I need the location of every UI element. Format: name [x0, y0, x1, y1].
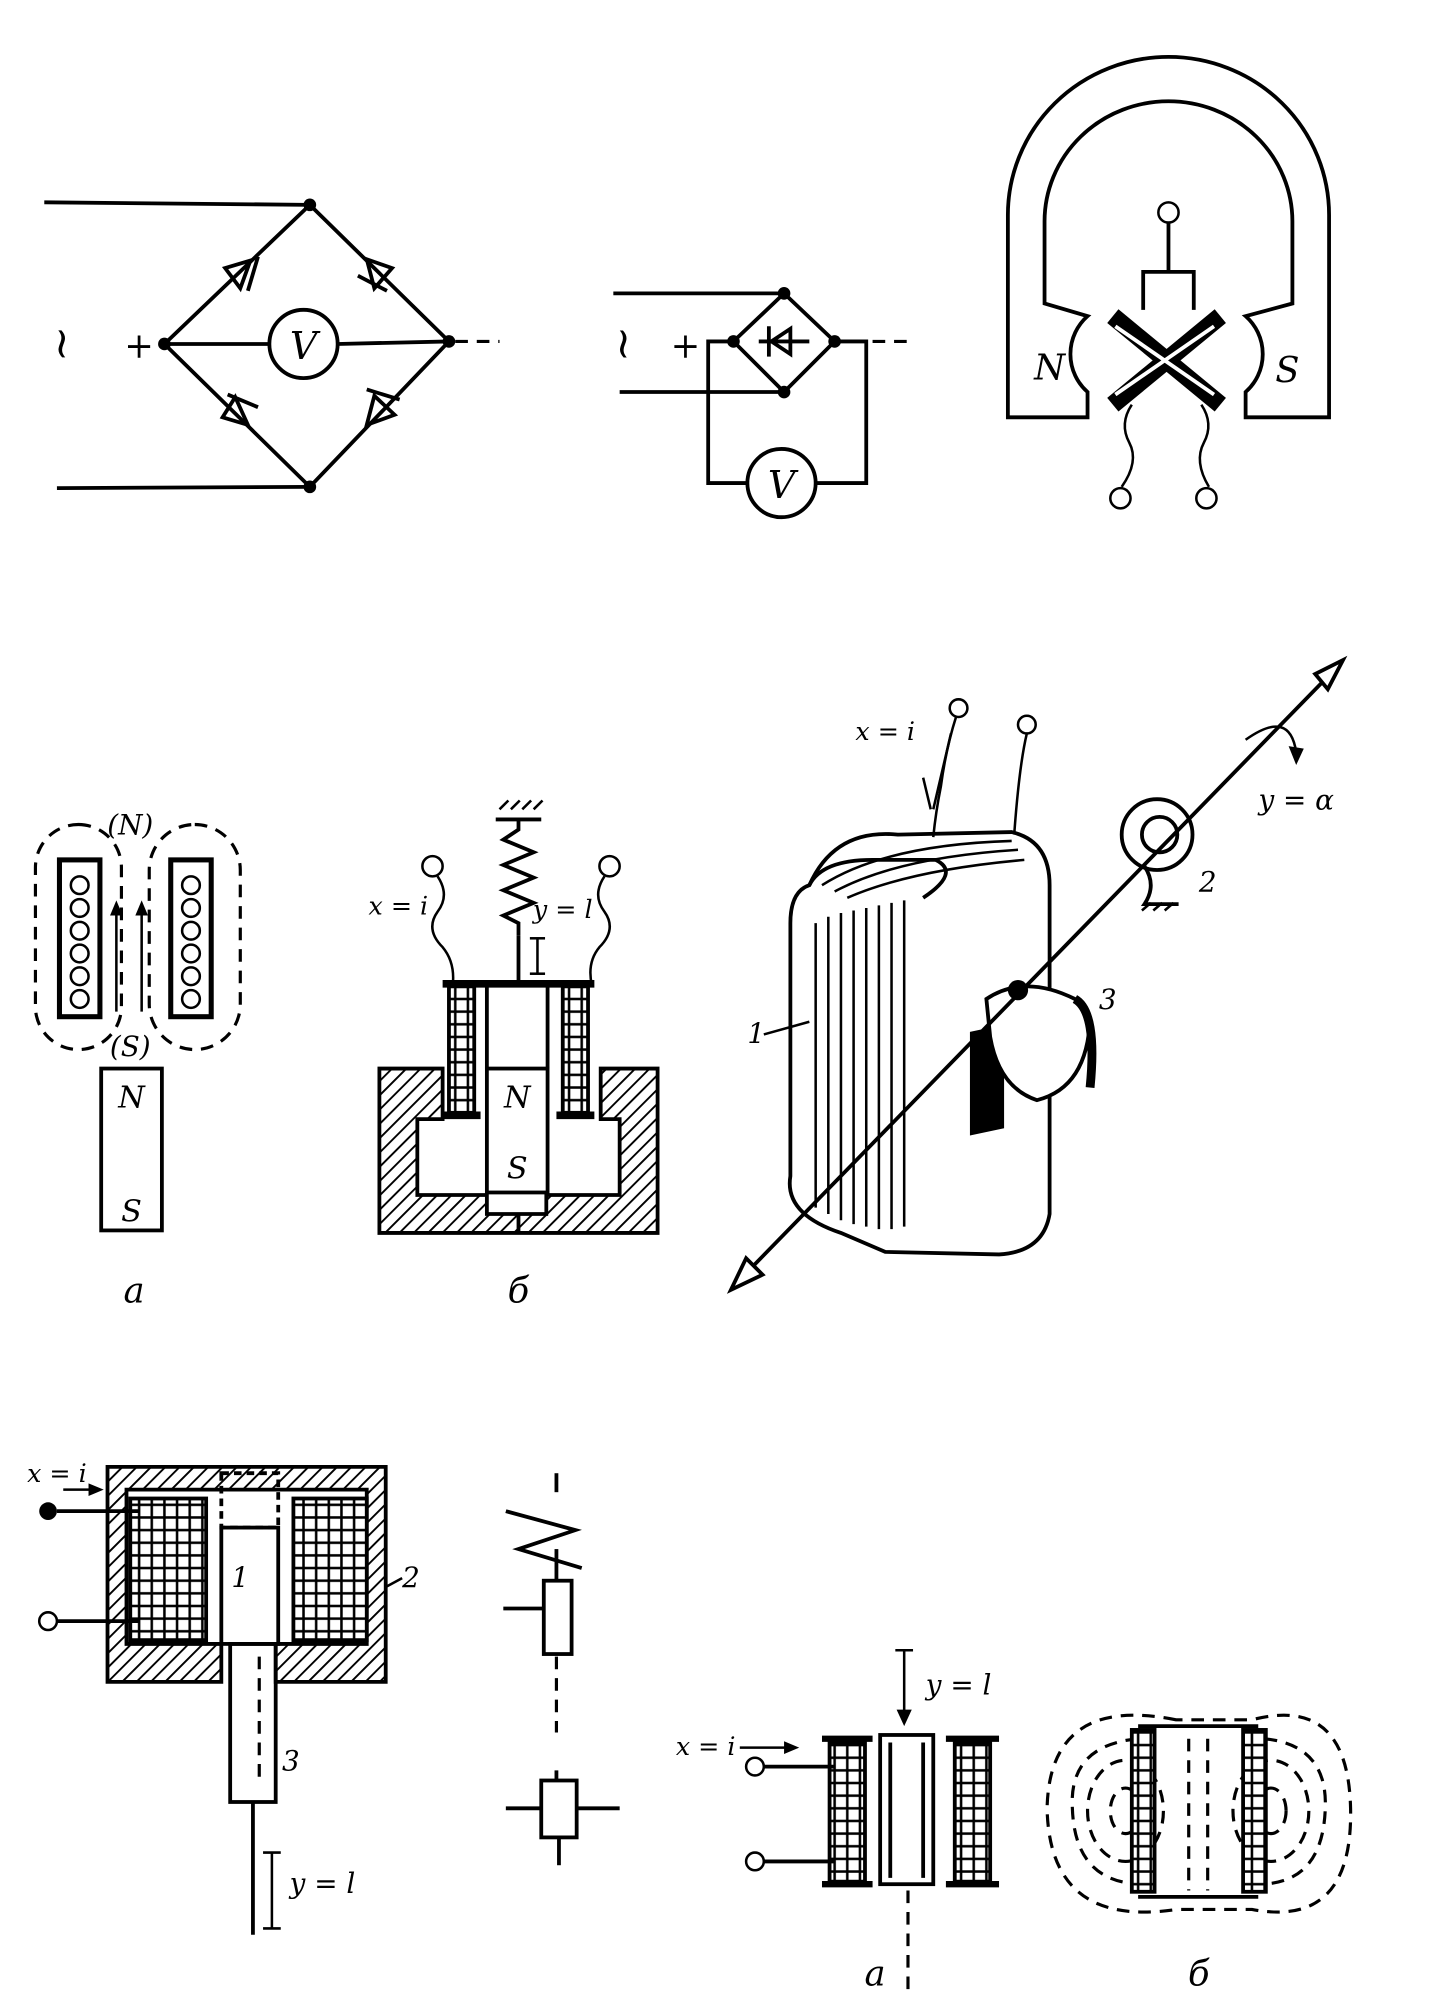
plus-sign: + — [124, 326, 154, 367]
output-label: y = l — [288, 1867, 356, 1900]
magnet-n-label: N — [117, 1081, 146, 1116]
compact-bridge-circuit: V ~ + — [599, 287, 911, 520]
solenoid-figure: 1 x = i 2 3 y = l — [27, 1459, 420, 1935]
input-label: x = i — [676, 1732, 736, 1761]
south-pole-label: S — [1275, 350, 1299, 391]
diode-icon — [363, 387, 401, 428]
pole-label-bottom: (S) — [110, 1030, 151, 1063]
coil-pair-figure: x = i y = l а б — [676, 1648, 1353, 1998]
moving-coil-figure-b: N S x = i y = l б — [369, 799, 660, 1311]
voltmeter-label: V — [768, 463, 799, 507]
voltmeter-icon — [267, 307, 340, 380]
permanent-magnet — [99, 1066, 164, 1233]
input-label: x = i — [369, 891, 429, 920]
input-label: x = i — [27, 1459, 87, 1488]
caption-a: а — [124, 1270, 145, 1311]
label-1: 1 — [231, 1561, 249, 1594]
horseshoe-magnet-meter: N S — [1005, 55, 1331, 510]
pole-label-top: (N) — [107, 809, 153, 842]
caption-a: а — [865, 1953, 886, 1994]
ac-symbol: ~ — [37, 326, 87, 362]
output-label: y = l — [924, 1669, 992, 1702]
label-3: 3 — [282, 1744, 300, 1777]
label-3: 3 — [1099, 983, 1117, 1016]
caption-b: б — [508, 1270, 530, 1311]
output-label: y = l — [532, 895, 593, 924]
magnet-s-label: S — [507, 1152, 528, 1187]
caption-b: б — [1188, 1953, 1210, 1994]
magnet-s-label: S — [121, 1195, 142, 1230]
north-pole-label: N — [1033, 347, 1066, 388]
plus-sign: + — [671, 326, 701, 367]
solenoid-schematic-symbols — [503, 1473, 620, 1866]
label-2: 2 — [1198, 866, 1217, 899]
diode-icon — [357, 256, 396, 293]
diode-icon — [221, 256, 260, 293]
label-2: 2 — [401, 1561, 420, 1594]
diode-icon — [219, 392, 259, 428]
rotating-coil-icon — [1107, 309, 1226, 412]
coil-magnet-figure-a: (N) (S) N S а — [33, 809, 242, 1311]
input-label: x = i — [855, 717, 915, 746]
bridge-rectifier-circuit: V ~ + — [37, 198, 500, 494]
frame-coil-figure: x = i y = α 1 2 3 — [726, 655, 1348, 1294]
magnet-n-label: N — [503, 1081, 532, 1116]
voltmeter-icon — [745, 447, 818, 520]
label-1: 1 — [747, 1017, 765, 1050]
voltmeter-label: V — [290, 324, 321, 368]
output-label: y = α — [1256, 783, 1334, 816]
ac-symbol: ~ — [599, 326, 649, 362]
